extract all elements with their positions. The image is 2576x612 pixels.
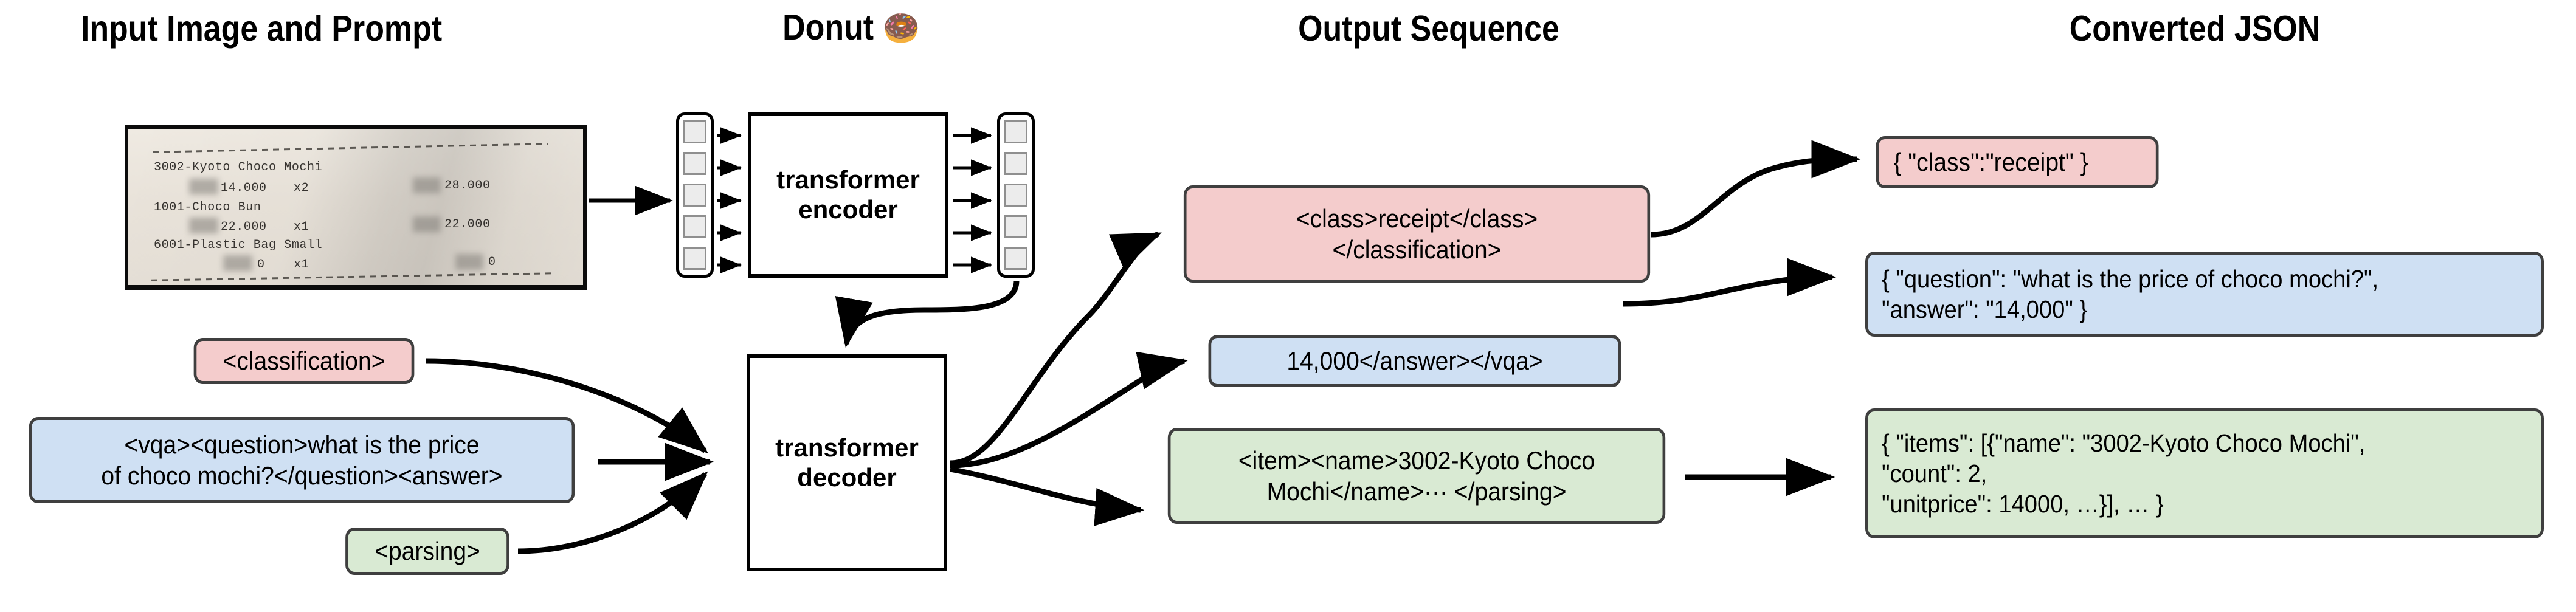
encoder-output-token-strip xyxy=(997,112,1035,278)
arrow-decoder-to-classification-output xyxy=(950,231,1162,466)
embedding-token xyxy=(1004,184,1027,207)
heading-converted-json: Converted JSON xyxy=(2069,9,2321,49)
output-classification-box[interactable]: <class>receipt</class> </classification> xyxy=(1183,185,1651,283)
arrow-decoder-to-parsing-output xyxy=(950,466,1145,526)
transformer-decoder-label: transformer decoder xyxy=(775,433,919,492)
patch-token xyxy=(683,152,706,175)
arrow-encoder-output-to-decoder xyxy=(835,280,1020,348)
json-parsing-box[interactable]: { "items": [{"name": "3002-Kyoto Choco M… xyxy=(1865,408,2544,538)
encoder-input-token-strip xyxy=(676,112,714,278)
receipt-paper: 3002-Kyoto Choco Mochi 14.000 x2 28.000 … xyxy=(128,129,583,285)
patch-token xyxy=(683,120,706,143)
receipt-item-unitprice-2: 22.000 xyxy=(221,220,267,234)
receipt-item-name-2: 1001-Choco Bun xyxy=(154,201,261,215)
receipt-redaction-2 xyxy=(189,218,218,233)
transformer-decoder-box: transformer decoder xyxy=(747,354,947,571)
prompt-parsing-box[interactable]: <parsing> xyxy=(345,528,509,575)
embedding-token xyxy=(1004,247,1027,270)
receipt-item-count-1: x2 xyxy=(294,181,309,195)
transformer-encoder-box: transformer encoder xyxy=(748,112,948,278)
arrow-vqa-output-to-json xyxy=(1623,258,1837,307)
receipt-item-total-2: 22.000 xyxy=(444,218,491,232)
receipt-redaction-3b xyxy=(455,254,483,270)
heading-output-sequence: Output Sequence xyxy=(1298,9,1559,49)
arrow-decoder-to-vqa-output xyxy=(950,351,1189,469)
receipt-redaction-1b xyxy=(413,177,441,193)
receipt-item-unitprice-3: 0 xyxy=(257,258,265,272)
receipt-redaction-2b xyxy=(413,216,441,232)
heading-donut: Donut 🍩 xyxy=(706,10,995,46)
donut-icon: 🍩 xyxy=(882,9,920,47)
receipt-item-name-3: 6001-Plastic Bag Small xyxy=(154,238,323,252)
embedding-token xyxy=(1004,120,1027,143)
receipt-item-total-3: 0 xyxy=(488,255,496,269)
embedding-token xyxy=(1004,215,1027,238)
json-classification-box[interactable]: { "class":"receipt" } xyxy=(1876,136,2159,188)
receipt-redaction-1 xyxy=(189,179,218,194)
patch-token xyxy=(683,247,706,270)
arrow-classification-output-to-json xyxy=(1651,140,1861,238)
receipt-divider-bottom xyxy=(151,272,553,281)
receipt-divider-top xyxy=(153,143,548,153)
output-vqa-box[interactable]: 14,000</answer></vqa> xyxy=(1208,335,1621,387)
embedding-token xyxy=(1004,152,1027,175)
prompt-classification-box[interactable]: <classification> xyxy=(193,338,415,384)
output-parsing-box[interactable]: <item><name>3002-Kyoto Choco Mochi</name… xyxy=(1167,428,1666,524)
patch-token xyxy=(683,184,706,207)
receipt-redaction-3 xyxy=(223,255,252,271)
receipt-item-unitprice-1: 14.000 xyxy=(221,181,267,195)
prompt-vqa-box[interactable]: <vqa><question>what is the price of choc… xyxy=(29,417,575,503)
patch-token xyxy=(683,215,706,238)
input-receipt-image: 3002-Kyoto Choco Mochi 14.000 x2 28.000 … xyxy=(125,125,587,290)
receipt-item-count-3: x1 xyxy=(294,258,309,272)
json-vqa-box[interactable]: { "question": "what is the price of choc… xyxy=(1865,252,2544,337)
heading-donut-text: Donut xyxy=(782,7,874,47)
transformer-encoder-label: transformer encoder xyxy=(776,165,920,224)
heading-input-image-and-prompt: Input Image and Prompt xyxy=(80,9,443,49)
receipt-item-name-1: 3002-Kyoto Choco Mochi xyxy=(154,160,323,174)
receipt-item-count-2: x1 xyxy=(294,220,309,234)
receipt-item-total-1: 28.000 xyxy=(444,179,491,193)
